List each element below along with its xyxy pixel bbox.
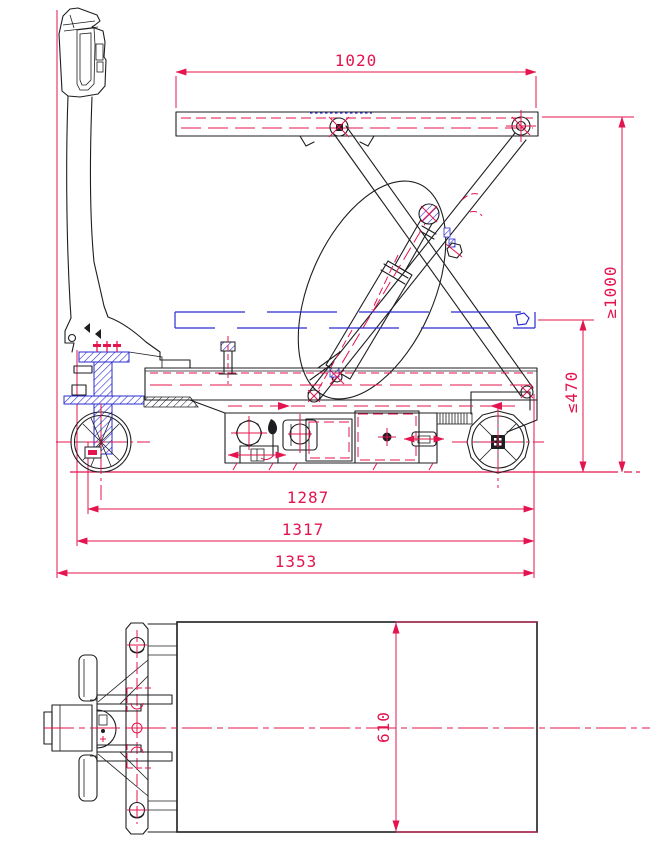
- switch-box: [227, 445, 287, 464]
- cylinder-envelope-oval: [297, 180, 447, 400]
- dim-lift-height: ≥1000: [601, 116, 626, 473]
- extension-lines: [56, 10, 634, 578]
- battery-box-1: [305, 418, 353, 462]
- scissor-arm-outer: [333, 125, 534, 399]
- control-compartment: [224, 402, 520, 471]
- platform-roller: [328, 116, 350, 138]
- side-view: 1020 ≥1000 ≤470 1287 1317 1353: [56, 7, 640, 578]
- lowered-platform-outline: [174, 311, 536, 329]
- dim-platform-length-label: 1020: [335, 51, 378, 70]
- release-knob: [268, 419, 278, 435]
- hydraulic-cylinder: [317, 193, 483, 391]
- dim-lowered-height: ≤470: [562, 319, 587, 473]
- steering-column-section: [63, 361, 199, 455]
- dim-length-mid: 1317: [76, 520, 535, 545]
- tiller-head: [58, 7, 107, 98]
- leader-ticks: [232, 462, 434, 471]
- connector-box: [403, 431, 445, 447]
- dim-length-mid-label: 1317: [282, 520, 325, 539]
- scissor-arm-inner: [307, 132, 527, 403]
- steering-bracket: [64, 316, 191, 396]
- plan-bracket-hidden: [126, 687, 152, 769]
- top-platform: [175, 111, 539, 147]
- plan-platform: [176, 621, 538, 833]
- rear-wheel: [452, 404, 544, 488]
- dim-lift-height-label: ≥1000: [601, 265, 620, 318]
- dim-platform-width: 610: [374, 622, 400, 832]
- tiller-shaft: [66, 95, 109, 319]
- cylinder-top-pivot: [418, 203, 463, 259]
- front-wheel: [56, 404, 150, 500]
- plan-front-plate: [97, 622, 178, 835]
- platform-pivot: [506, 110, 536, 142]
- battery-box-2: [354, 410, 420, 464]
- motor-circle: [231, 416, 267, 450]
- dim-platform-length: 1020: [175, 51, 537, 76]
- pump-box: [282, 414, 318, 453]
- chassis-frame: [144, 336, 538, 433]
- dim-lowered-height-label: ≤470: [562, 371, 581, 414]
- plan-view: 610: [43, 621, 650, 835]
- dim-length-overall: 1353: [56, 552, 535, 577]
- dim-platform-width-label: 610: [374, 711, 393, 743]
- dim-length-overall-label: 1353: [275, 552, 318, 571]
- dim-length-inner-label: 1287: [287, 488, 330, 507]
- dim-length-inner: 1287: [87, 488, 535, 513]
